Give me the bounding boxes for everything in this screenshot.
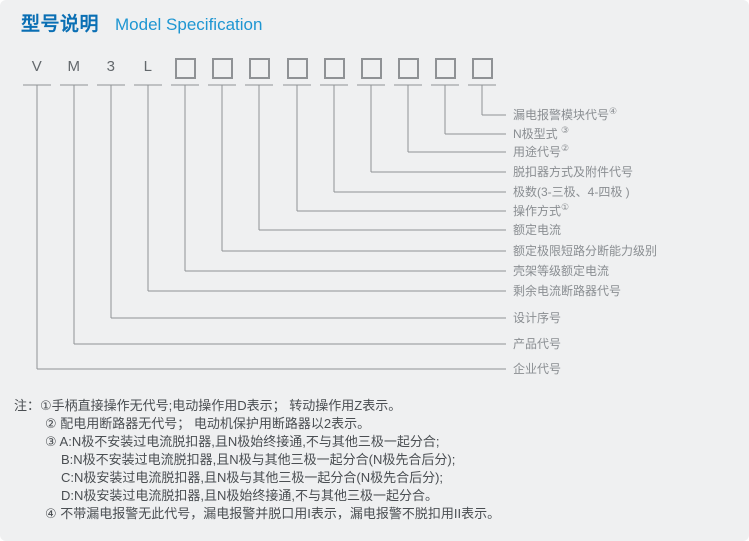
diagram-lines xyxy=(23,84,506,370)
model-code-char: V xyxy=(31,58,43,75)
note-line: ② 配电用断路器无代号； 电动机保护用断路器以2表示。 xyxy=(45,416,371,431)
model-field-label: 企业代号 xyxy=(513,362,562,376)
model-field-label: 额定极限短路分断能力级别 xyxy=(513,244,658,258)
model-code-char: M xyxy=(67,58,81,75)
model-field-label: 壳架等级额定电流 xyxy=(513,264,610,278)
model-code-box xyxy=(174,58,196,79)
model-field-label: 用途代号② xyxy=(513,143,570,160)
model-field-label: 漏电报警模块代号④ xyxy=(513,106,618,123)
model-field-label: 额定电流 xyxy=(513,223,562,237)
notes-block: 注：①手柄直接操作无代号;电动操作用D表示； 转动操作用Z表示。 ② 配电用断路器… xyxy=(0,397,749,523)
model-code-box xyxy=(471,58,493,79)
model-code-char: 3 xyxy=(106,58,116,75)
model-field-label: 脱扣器方式及附件代号 xyxy=(513,165,634,179)
model-code-box xyxy=(286,58,308,79)
page-title: 型号说明 Model Specification xyxy=(21,9,262,36)
model-code-box xyxy=(211,58,233,79)
model-code-box xyxy=(360,58,382,79)
model-field-label: 设计序号 xyxy=(513,311,562,325)
note-line: ③ A:N极不安装过电流脱扣器,且N极始终接通,不与其他三极一起分合; xyxy=(45,434,440,449)
model-code-char: L xyxy=(143,58,153,75)
page-title-zh: 型号说明 xyxy=(21,14,100,35)
note-line: 注：①手柄直接操作无代号;电动操作用D表示； 转动操作用Z表示。 xyxy=(14,398,402,413)
model-field-label: 剩余电流断路器代号 xyxy=(513,284,622,298)
model-field-label: 操作方式① xyxy=(513,202,570,219)
note-line: B:N极不安装过电流脱扣器,且N极与其他三极一起分合(N极先合后分); xyxy=(61,452,456,467)
model-code-box xyxy=(434,58,456,79)
model-code-diagram: V 企业代号 M 产品代号 3 设计序号 L 剩余电流断路器代号壳架等级额定电流 额定极限短路分… xyxy=(23,58,658,376)
model-field-label: 产品代号 xyxy=(513,337,562,351)
note-line: ④ 不带漏电报警无此代号，漏电报警并脱口用I表示，漏电报警不脱扣用II表示。 xyxy=(45,506,501,521)
model-field-label: N极型式 ③ xyxy=(513,125,570,142)
note-line: C:N极安装过电流脱扣器,且N极与其他三极一起分合(N极先合后分); xyxy=(61,470,444,485)
model-code-box xyxy=(248,58,270,79)
note-line: D:N极安装过电流脱扣器,且N极始终接通,不与其他三极一起分合。 xyxy=(61,488,439,503)
model-code-box xyxy=(397,58,419,79)
model-field-label: 极数(3-三极、4-四极 ) xyxy=(513,185,630,199)
page-title-en: Model Specification xyxy=(115,15,263,34)
model-code-box xyxy=(323,58,345,79)
